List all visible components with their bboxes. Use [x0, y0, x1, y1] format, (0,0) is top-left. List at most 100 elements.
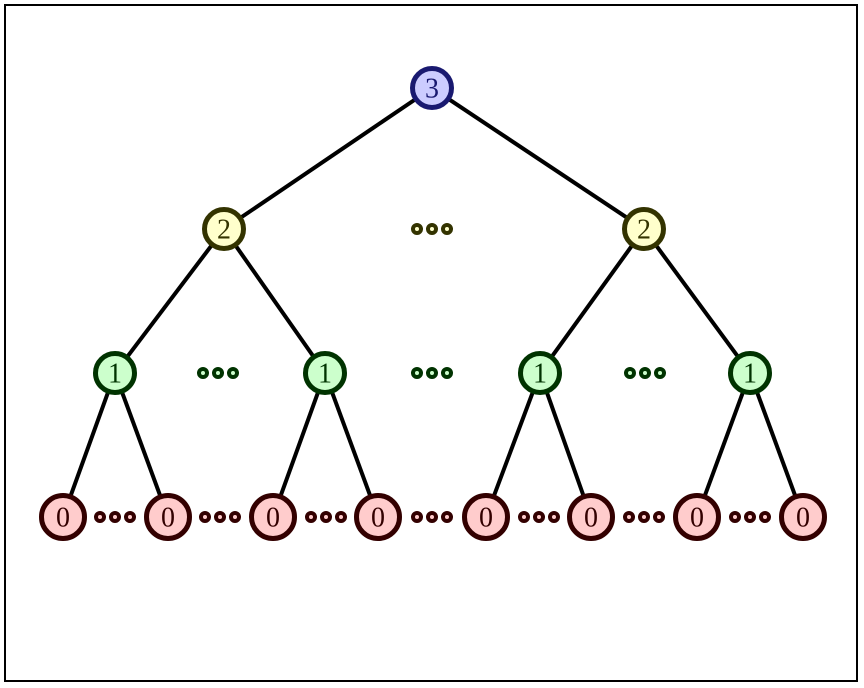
node-circle: [673, 493, 721, 541]
node-circle: [354, 493, 402, 541]
tree-edge: [447, 97, 629, 220]
ellipsis-dot: [124, 511, 136, 523]
ellipsis-dot: [199, 511, 211, 523]
tree-edge: [120, 391, 163, 498]
ellipsis-dot: [411, 511, 423, 523]
ellipsis-dot: [441, 511, 453, 523]
ellipsis-dot: [426, 223, 438, 235]
ellipsis-dot: [639, 367, 651, 379]
diagram-frame-border: [4, 4, 858, 682]
ellipsis-marker: [411, 367, 453, 379]
ellipsis-marker: [94, 511, 136, 523]
node-circle: [144, 493, 192, 541]
ellipsis-dot: [759, 511, 771, 523]
tree-edge: [550, 244, 634, 358]
ellipsis-marker: [197, 367, 239, 379]
tree-node-1[interactable]: 1: [303, 351, 347, 395]
tree-node-1[interactable]: 1: [728, 351, 772, 395]
ellipsis-dot: [197, 367, 209, 379]
node-circle: [567, 493, 615, 541]
tree-edge: [755, 391, 798, 498]
tree-node-2[interactable]: 2: [622, 207, 666, 251]
ellipsis-dot: [623, 511, 635, 523]
tree-nodes-group: 3 2 2 1 1 1 1 0 0 0 0 0 0 0 0: [39, 66, 827, 541]
ellipsis-dot: [518, 511, 530, 523]
ellipsis-dot: [335, 511, 347, 523]
ellipsis-dot: [426, 511, 438, 523]
tree-edge: [702, 391, 745, 498]
tree-node-1[interactable]: 1: [518, 351, 562, 395]
node-label: 0: [479, 503, 493, 534]
node-circle: [462, 493, 510, 541]
tree-node-0[interactable]: 0: [354, 493, 402, 541]
tree-edge: [278, 391, 321, 497]
node-label: 2: [637, 215, 651, 246]
ellipsis-dot: [411, 367, 423, 379]
node-label: 1: [318, 359, 332, 390]
tree-edge: [544, 391, 586, 497]
ellipsis-dot: [548, 511, 560, 523]
ellipsis-dot: [654, 367, 666, 379]
tree-edge: [233, 244, 316, 358]
node-label: 0: [266, 503, 280, 534]
ellipsis-dot: [320, 511, 332, 523]
ellipsis-dot: [305, 511, 317, 523]
tree-node-0[interactable]: 0: [39, 493, 87, 541]
tree-edge: [491, 391, 535, 498]
node-label: 0: [796, 503, 810, 534]
tree-edge: [330, 391, 373, 498]
node-circle: [728, 351, 772, 395]
ellipsis-marker: [623, 511, 665, 523]
node-circle: [518, 351, 562, 395]
tree-node-0[interactable]: 0: [249, 493, 297, 541]
node-label: 0: [690, 503, 704, 534]
ellipsis-marker: [411, 223, 453, 235]
tree-node-3[interactable]: 3: [410, 66, 454, 110]
node-label: 3: [425, 74, 439, 105]
tree-edge: [239, 97, 417, 220]
ellipsis-marker: [199, 511, 241, 523]
tree-node-0[interactable]: 0: [462, 493, 510, 541]
node-circle: [202, 207, 246, 251]
node-circle: [249, 493, 297, 541]
tree-node-0[interactable]: 0: [144, 493, 192, 541]
ellipsis-marker: [518, 511, 560, 523]
ellipsis-dot: [653, 511, 665, 523]
tree-node-0[interactable]: 0: [673, 493, 721, 541]
ellipsis-dot: [533, 511, 545, 523]
tree-edge: [125, 243, 214, 359]
node-circle: [39, 493, 87, 541]
tree-edge: [68, 391, 111, 497]
ellipsis-dot: [109, 511, 121, 523]
node-circle: [93, 351, 137, 395]
ellipsis-marker: [729, 511, 771, 523]
tree-edges-group: [68, 97, 798, 498]
ellipsis-dot: [212, 367, 224, 379]
tree-node-2[interactable]: 2: [202, 207, 246, 251]
ellipsis-dot: [411, 223, 423, 235]
ellipsis-marker: [411, 511, 453, 523]
ellipsis-dot: [744, 511, 756, 523]
node-circle: [779, 493, 827, 541]
ellipsis-dot: [214, 511, 226, 523]
node-label: 1: [108, 359, 122, 390]
tree-node-0[interactable]: 0: [567, 493, 615, 541]
ellipsis-marker: [624, 367, 666, 379]
tree-node-0[interactable]: 0: [779, 493, 827, 541]
tree-node-1[interactable]: 1: [93, 351, 137, 395]
ellipsis-dot: [624, 367, 636, 379]
node-circle: [622, 207, 666, 251]
ellipsis-dot: [227, 367, 239, 379]
tree-ellipses-group: [94, 223, 771, 523]
ellipsis-dot: [441, 223, 453, 235]
node-label: 0: [584, 503, 598, 534]
ellipsis-dot: [638, 511, 650, 523]
node-circle: [303, 351, 347, 395]
ellipsis-dot: [426, 367, 438, 379]
ellipsis-marker: [305, 511, 347, 523]
node-label: 1: [533, 359, 547, 390]
node-label: 1: [743, 359, 757, 390]
tree-edge: [654, 243, 740, 359]
